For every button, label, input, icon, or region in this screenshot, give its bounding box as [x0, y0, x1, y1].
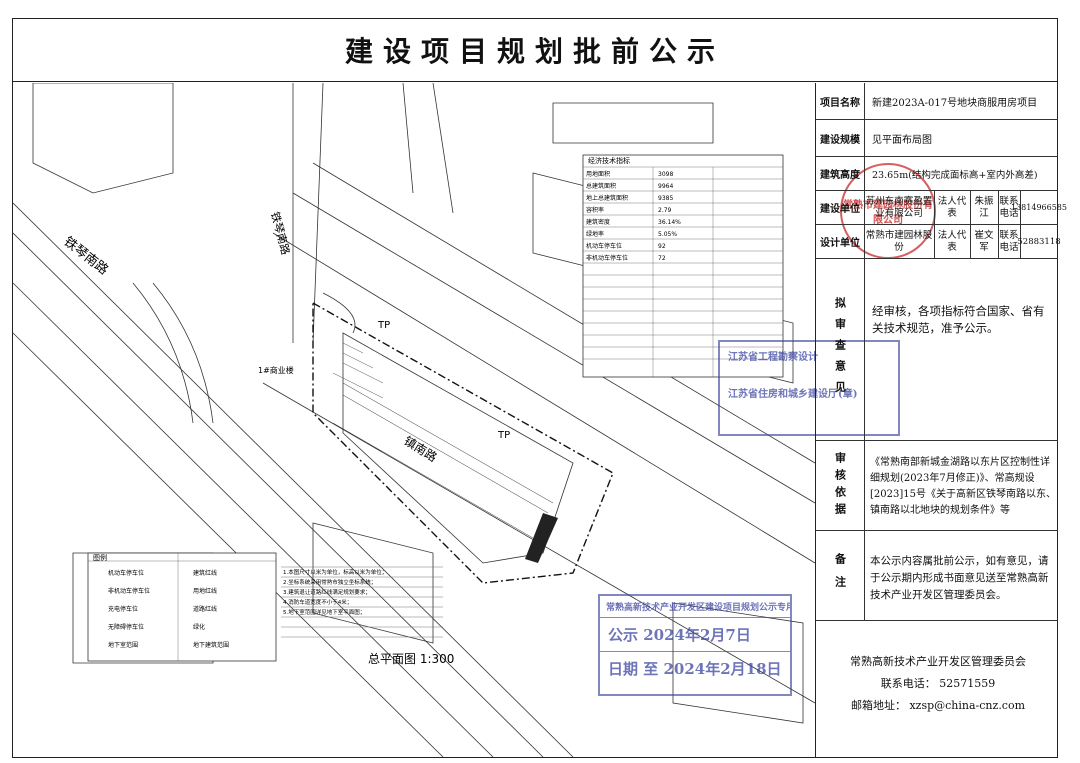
tech-row-value: 5.05%: [658, 231, 677, 238]
builder-rep: 朱振江: [970, 191, 999, 224]
designer-name: 常熟市建园林股份: [864, 225, 935, 258]
row-builder: 建设单位 苏州东南赛盈置业有限公司 法人代表 朱振江 联系电话 13814966…: [816, 191, 1067, 225]
tech-row-value: 36.14%: [658, 219, 681, 226]
tech-row-value: 72: [658, 255, 666, 262]
scale-label-cell: 建设规模: [816, 120, 865, 156]
tech-row-label: 容积率: [586, 206, 604, 214]
legend-item: 地下室范围: [108, 641, 138, 649]
row-review: 拟审查意见 经审核，各项指标符合国家、省有关技术规范，准予公示。: [816, 259, 1058, 441]
review-label-text: 拟审查意见: [833, 297, 847, 402]
height-label: 建筑高度: [816, 157, 865, 190]
tech-row-value: 92: [658, 243, 666, 250]
builder-phone: 13814966585: [1011, 202, 1067, 212]
tp-label-1: TP: [377, 320, 390, 331]
tech-row-value: 2.79: [658, 207, 672, 214]
tech-row-label: 非机动车停车位: [586, 254, 628, 262]
tech-row-label: 地上总建筑面积: [586, 194, 628, 202]
legend-item: 用地红线: [193, 587, 217, 595]
footer-email: 邮箱地址： xzsp@china-cnz.com: [850, 699, 1026, 712]
info-panel: 项目名称 新建2023A-017号地块商服用房项目 建设规模 见平面布局图 建筑…: [815, 83, 1067, 758]
certification-stamp-bottom: 江苏省住房和城乡建设厅(章): [728, 389, 858, 400]
tech-row-label: 用地面积: [586, 170, 610, 178]
project-name-label: 项目名称: [816, 83, 865, 119]
legend-item: 非机动车停车位: [108, 587, 150, 595]
tech-row-value: 9964: [658, 183, 673, 190]
notes-label: 备注: [816, 531, 865, 620]
review-text: 经审核，各项指标符合国家、省有关技术规范，准予公示。: [872, 304, 1045, 335]
legend-item: 建筑红线: [193, 569, 217, 577]
project-name-value: 新建2023A-017号地块商服用房项目: [872, 97, 1038, 109]
poster-frame: [12, 18, 1058, 758]
footer-org: 常熟高新技术产业开发区管理委员会: [850, 655, 1026, 668]
building-label: 1#商业楼: [258, 365, 294, 375]
designer-rep-label: 法人代表: [934, 225, 971, 258]
builder-phone-label: 联系电话: [998, 191, 1021, 224]
plan-note-line: 5.地下室范围详见地下室平面图；: [283, 608, 365, 616]
row-basis: 审核依据 《常熟南部新城金湖路以东片区控制性详细规划(2023年7月修正)》、常…: [816, 441, 1058, 531]
tech-row-label: 机动车停车位: [586, 242, 622, 250]
legend-box: [87, 552, 277, 662]
notes-label-text: 备注: [833, 552, 847, 599]
notes-text: 本公示内容属批前公示，如有意见，请于公示期内形成书面意见送至常熟高新技术产业开发…: [870, 555, 1049, 601]
review-label: 拟审查意见: [816, 259, 865, 440]
scale-label: 总平面图 1:300: [368, 652, 454, 666]
designer-label: 设计单位: [816, 225, 865, 258]
plan-note-line: 2.坐标系统采用常熟市独立坐标系统；: [283, 578, 376, 586]
row-scale: 建设规模 见平面布局图: [816, 120, 1058, 157]
page-title: 建设项目规划批前公示: [12, 18, 1058, 82]
site-plan: 铁琴南路 铁琴南路 镇南路 1#商业楼 TP TP 图例 经济技术指标 总平面图…: [13, 83, 815, 757]
tech-row-label: 总建筑面积: [586, 182, 616, 190]
road-label-north: 铁琴南路: [268, 210, 292, 256]
row-project-name: 项目名称 新建2023A-017号地块商服用房项目: [816, 83, 1058, 120]
road-label-south: 镇南路: [401, 433, 439, 465]
footer-phone: 联系电话： 52571559: [880, 677, 996, 690]
legend-item: 机动车停车位: [108, 569, 144, 577]
plan-note-line: 1.本图尺寸以米为单位，标高以米为单位；: [283, 568, 387, 576]
tech-row-value: 9385: [658, 195, 673, 202]
legend-item: 地下建筑范围: [193, 641, 229, 649]
tech-row-label: 建筑密度: [586, 218, 610, 226]
row-height: 建筑高度 23.65m(结构完成面标高+室内外高差): [816, 157, 1058, 191]
designer-phone-label: 联系电话: [998, 225, 1021, 258]
public-notice-stamp: 常熟高新技术产业开发区建设项目规划公示专用章 公示 2024年2月7日 日期 至…: [598, 594, 792, 696]
tech-row-label: 绿地率: [586, 230, 604, 238]
tech-table-title: 经济技术指标: [588, 156, 630, 165]
certification-stamp: 江苏省工程勘察设计 江苏省住房和城乡建设厅(章): [718, 340, 900, 436]
row-designer: 设计单位 常熟市建园林股份 法人代表 崔文军 联系电话 52883118: [816, 225, 1061, 259]
plan-note-line: 4.消防车道宽度不小于4米；: [283, 598, 352, 606]
public-date-from: 公示 2024年2月7日: [600, 618, 790, 652]
public-notice-stamp-title: 常熟高新技术产业开发区建设项目规划公示专用章: [600, 596, 790, 618]
builder-name: 苏州东南赛盈置业有限公司: [864, 191, 935, 224]
designer-phone: 52883118: [1017, 236, 1061, 247]
row-notes: 备注 本公示内容属批前公示，如有意见，请于公示期内形成书面意见送至常熟高新技术产…: [816, 531, 1058, 621]
basis-label: 审核依据: [816, 441, 865, 530]
site-plan-drawing: 铁琴南路 铁琴南路 镇南路 1#商业楼 TP TP 图例 经济技术指标 总平面图…: [13, 83, 815, 757]
tech-row-value: 3098: [658, 171, 673, 178]
basis-label-text: 审核依据: [833, 451, 847, 520]
height-value: 23.65m(结构完成面标高+室内外高差): [872, 169, 1038, 181]
builder-label: 建设单位: [816, 191, 865, 224]
legend-title: 图例: [93, 553, 107, 562]
company-seal-text: 常熟市建园林股份有限公司: [843, 200, 933, 226]
legend-item: 充电停车位: [108, 605, 138, 613]
certification-stamp-top: 江苏省工程勘察设计: [728, 352, 818, 363]
tp-label-2: TP: [497, 430, 510, 441]
builder-rep-label: 法人代表: [934, 191, 971, 224]
road-label-west: 铁琴南路: [61, 234, 112, 279]
basis-text: 《常熟南部新城金湖路以东片区控制性详细规划(2023年7月修正)》、常高规设[2…: [870, 457, 1056, 516]
legend-item: 绿化: [193, 623, 205, 631]
plan-note-line: 3.建筑退让道路红线满足规划要求；: [283, 588, 371, 596]
legend-item: 无障碍停车位: [108, 623, 144, 631]
scale-value: 见平面布局图: [872, 134, 932, 146]
public-date-to: 日期 至 2024年2月18日: [608, 660, 782, 678]
legend-item: 道路红线: [193, 605, 217, 613]
designer-rep: 崔文军: [970, 225, 999, 258]
